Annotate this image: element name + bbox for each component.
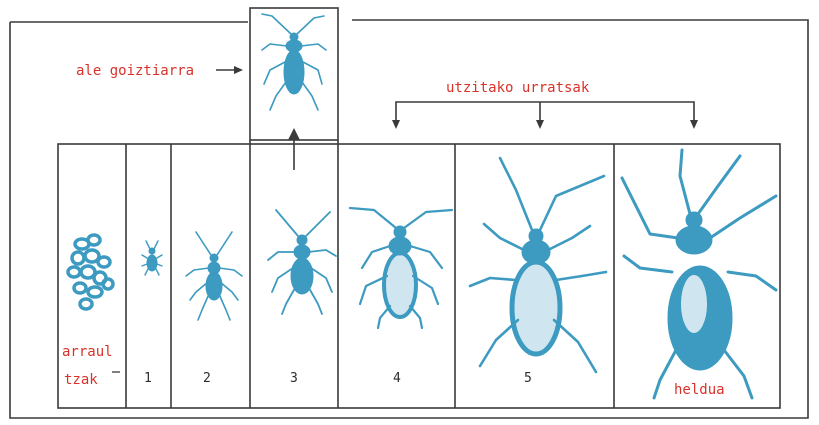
nymph-stage-2-image [186,232,242,320]
stage-number-3: 3 [290,371,298,386]
early-adult-image [262,14,326,110]
eggs-label-line1: arraul [62,344,113,360]
adult-label: heldua [674,382,725,398]
skipped-steps-label: utzitako urratsak [446,80,590,96]
bracket-arrow-4 [392,120,400,129]
adult-image [622,150,776,398]
nymph-stage-5-image [470,158,606,372]
nymph-stage-1-image [142,241,162,275]
eggs-label-line2: tzak [64,372,98,388]
label-arrow-head [234,66,243,74]
bracket-arrow-adult [690,120,698,129]
early-adult-label: ale goiztiarra [76,63,194,79]
nymph-stage-4-image [350,208,452,328]
bracket-arrow-5 [536,120,544,129]
nymph-stage-3-image [268,210,336,314]
stage-number-1: 1 [144,371,152,386]
skipped-steps-bracket [396,102,694,120]
stage-number-2: 2 [203,371,211,386]
stage-number-5: 5 [524,371,532,386]
up-arrow-head [288,128,300,140]
egg-cluster-image [68,235,113,309]
stages-panel [58,144,780,408]
stage-number-4: 4 [393,371,401,386]
